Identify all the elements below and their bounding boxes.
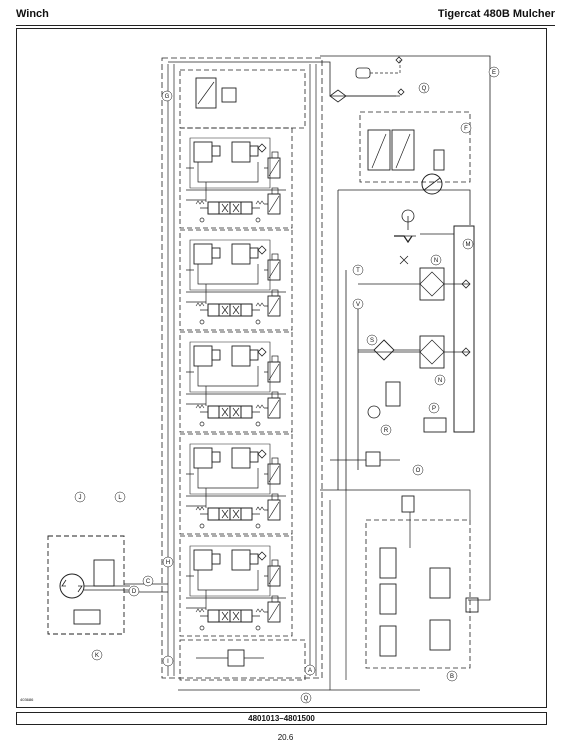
callout-r: Q [422, 86, 427, 92]
callout-c: C [146, 579, 151, 585]
callout-p: P [432, 406, 436, 412]
callout-j: J [79, 495, 82, 501]
section-title: Winch [16, 8, 49, 20]
callout-v: V [356, 302, 360, 308]
valve-stack-enclosure [161, 57, 323, 679]
callout-u: T [356, 268, 360, 274]
callout-e: E [492, 70, 496, 76]
callout-o: O [416, 468, 421, 474]
callout-i: I [167, 659, 169, 665]
callout-g: G [165, 94, 170, 100]
serial-range: 4801013–4801500 [16, 712, 547, 725]
callout-n-lower: N [438, 378, 442, 384]
header-rule [16, 25, 555, 26]
callout-d: D [132, 589, 137, 595]
callout-n-upper: N [434, 258, 438, 264]
callout-t: S [370, 338, 374, 344]
drawing-number: 403686 [20, 697, 34, 702]
callout-k: K [95, 653, 99, 659]
callout-a: A [308, 668, 312, 674]
page-number: 20.6 [277, 733, 294, 742]
callout-l: L [118, 495, 122, 501]
callout-s: R [384, 428, 389, 434]
callout-h: H [166, 560, 170, 566]
callout-f: F [464, 126, 468, 132]
callout-b: B [450, 674, 454, 680]
callout-m: M [466, 242, 471, 248]
diagram-frame [16, 28, 547, 708]
machine-title: Tigercat 480B Mulcher [437, 8, 555, 20]
callout-q: Q [304, 696, 309, 702]
